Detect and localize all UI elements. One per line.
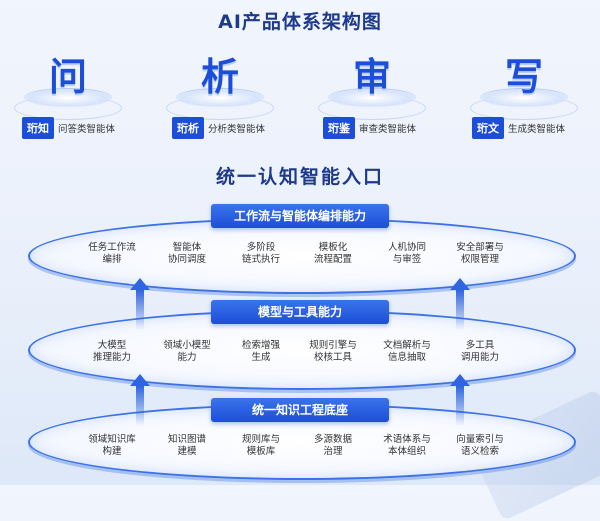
agent-badge-write: 珩文 生成类智能体 bbox=[472, 117, 566, 139]
layer-title-workflow: 工作流与智能体编排能力 bbox=[211, 204, 389, 228]
pillar-base bbox=[176, 88, 264, 107]
capability-item: 术语体系与本体组织 bbox=[383, 434, 431, 457]
agent-badge-review: 珩鉴 审查类智能体 bbox=[323, 117, 417, 139]
capability-item: 领域小模型能力 bbox=[163, 340, 211, 363]
capability-item: 安全部署与权限管理 bbox=[456, 242, 504, 265]
up-arrow-icon bbox=[450, 278, 470, 330]
agent-desc: 分析类智能体 bbox=[208, 124, 266, 135]
capability-item: 知识图谱建模 bbox=[167, 434, 206, 457]
capability-item: 人机协同与审签 bbox=[387, 242, 426, 265]
capability-item: 规则引擎与校核工具 bbox=[309, 340, 357, 363]
agent-desc: 问答类智能体 bbox=[58, 124, 116, 135]
agent-tag: 珩析 bbox=[172, 117, 204, 139]
capability-item: 向量索引与语义检索 bbox=[456, 434, 504, 457]
agent-badge-ask: 珩知 问答类智能体 bbox=[22, 117, 116, 139]
agent-tag: 珩知 bbox=[22, 117, 54, 139]
up-arrow-icon bbox=[450, 374, 470, 426]
capability-item: 规则库与模板库 bbox=[241, 434, 280, 457]
pillar-char: 问 bbox=[48, 55, 87, 99]
capability-item: 文档解析与信息抽取 bbox=[383, 340, 431, 363]
pillar-base bbox=[328, 88, 416, 107]
up-arrow-icon bbox=[130, 278, 150, 330]
entry-title: 统一认知智能入口 bbox=[215, 166, 384, 188]
pillar-review: 审 bbox=[314, 40, 430, 120]
capability-item: 大模型推理能力 bbox=[92, 340, 131, 363]
pillar-base bbox=[24, 88, 112, 107]
up-arrow-icon bbox=[130, 374, 150, 426]
layer-title-knowledge: 统一知识工程底座 bbox=[211, 398, 389, 422]
capability-item: 多阶段链式执行 bbox=[241, 242, 280, 265]
capability-item: 多源数据治理 bbox=[313, 434, 352, 457]
main-title: AI产品体系架构图 bbox=[218, 11, 382, 33]
capability-item: 任务工作流编排 bbox=[88, 242, 136, 265]
agent-desc: 生成类智能体 bbox=[508, 124, 566, 135]
pillar-ask: 问 bbox=[10, 40, 126, 120]
agent-tag: 珩文 bbox=[472, 117, 504, 139]
pillar-write: 写 bbox=[466, 40, 582, 120]
pillar-base bbox=[480, 88, 568, 107]
pillar-analyze: 析 bbox=[162, 40, 278, 120]
agent-badge-analyze: 珩析 分析类智能体 bbox=[172, 117, 266, 139]
pillar-char: 审 bbox=[352, 55, 391, 99]
capability-item: 智能体协同调度 bbox=[167, 242, 206, 265]
capability-item: 领域知识库构建 bbox=[88, 434, 136, 457]
agent-desc: 审查类智能体 bbox=[359, 124, 417, 135]
pillar-char: 写 bbox=[504, 55, 543, 99]
agent-tag: 珩鉴 bbox=[323, 117, 355, 139]
capability-item: 模板化流程配置 bbox=[313, 242, 352, 265]
pillar-char: 析 bbox=[200, 55, 239, 99]
capability-item: 多工具调用能力 bbox=[460, 340, 499, 363]
layer-title-model: 模型与工具能力 bbox=[211, 300, 389, 324]
capability-item: 检索增强生成 bbox=[241, 340, 280, 363]
